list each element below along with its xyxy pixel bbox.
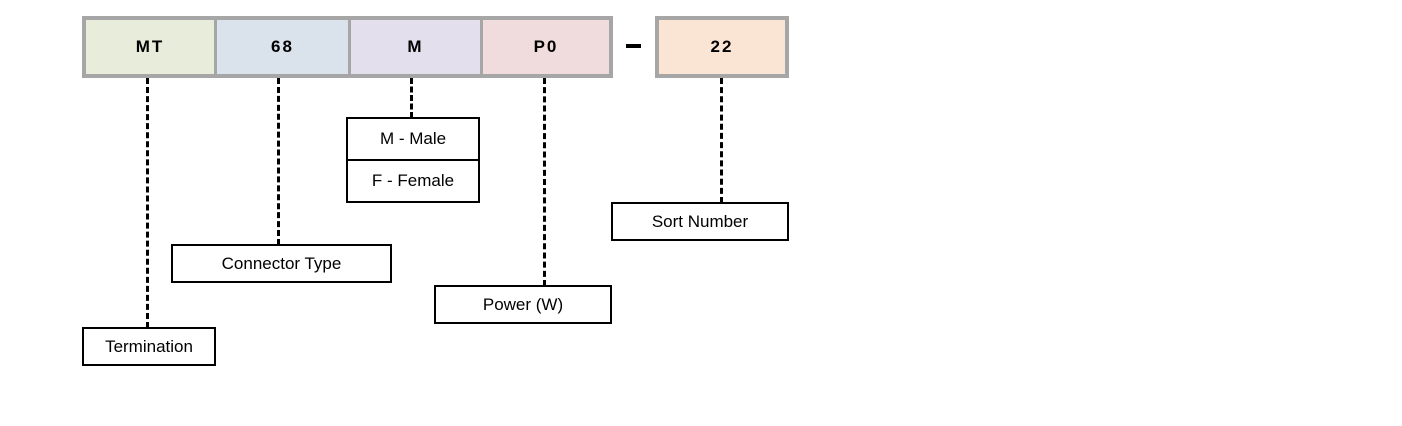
callout-termination: Termination <box>82 327 216 366</box>
callout-connector-type: Connector Type <box>171 244 392 283</box>
segment-cell-gender[interactable]: M <box>351 20 483 74</box>
leader-line-connector-type <box>277 78 280 245</box>
leader-line-power <box>543 78 546 286</box>
part-number-separator-dash <box>626 44 641 48</box>
callout-gender: M - Male F - Female <box>346 117 480 203</box>
callout-gender-male: M - Male <box>379 129 447 148</box>
segment-cell-connector-type[interactable]: 68 <box>217 20 351 74</box>
part-number-group-main: MT 68 M P0 <box>82 16 613 78</box>
segment-cell-termination[interactable]: MT <box>86 20 217 74</box>
callout-gender-female: F - Female <box>348 159 478 201</box>
segment-cell-sort-number[interactable]: 22 <box>659 20 785 74</box>
leader-line-termination <box>146 78 149 328</box>
leader-line-gender <box>410 78 413 118</box>
callout-power: Power (W) <box>434 285 612 324</box>
leader-line-sort-number <box>720 78 723 203</box>
part-number-group-sort: 22 <box>655 16 789 78</box>
callout-sort-number: Sort Number <box>611 202 789 241</box>
segment-cell-power[interactable]: P0 <box>483 20 609 74</box>
